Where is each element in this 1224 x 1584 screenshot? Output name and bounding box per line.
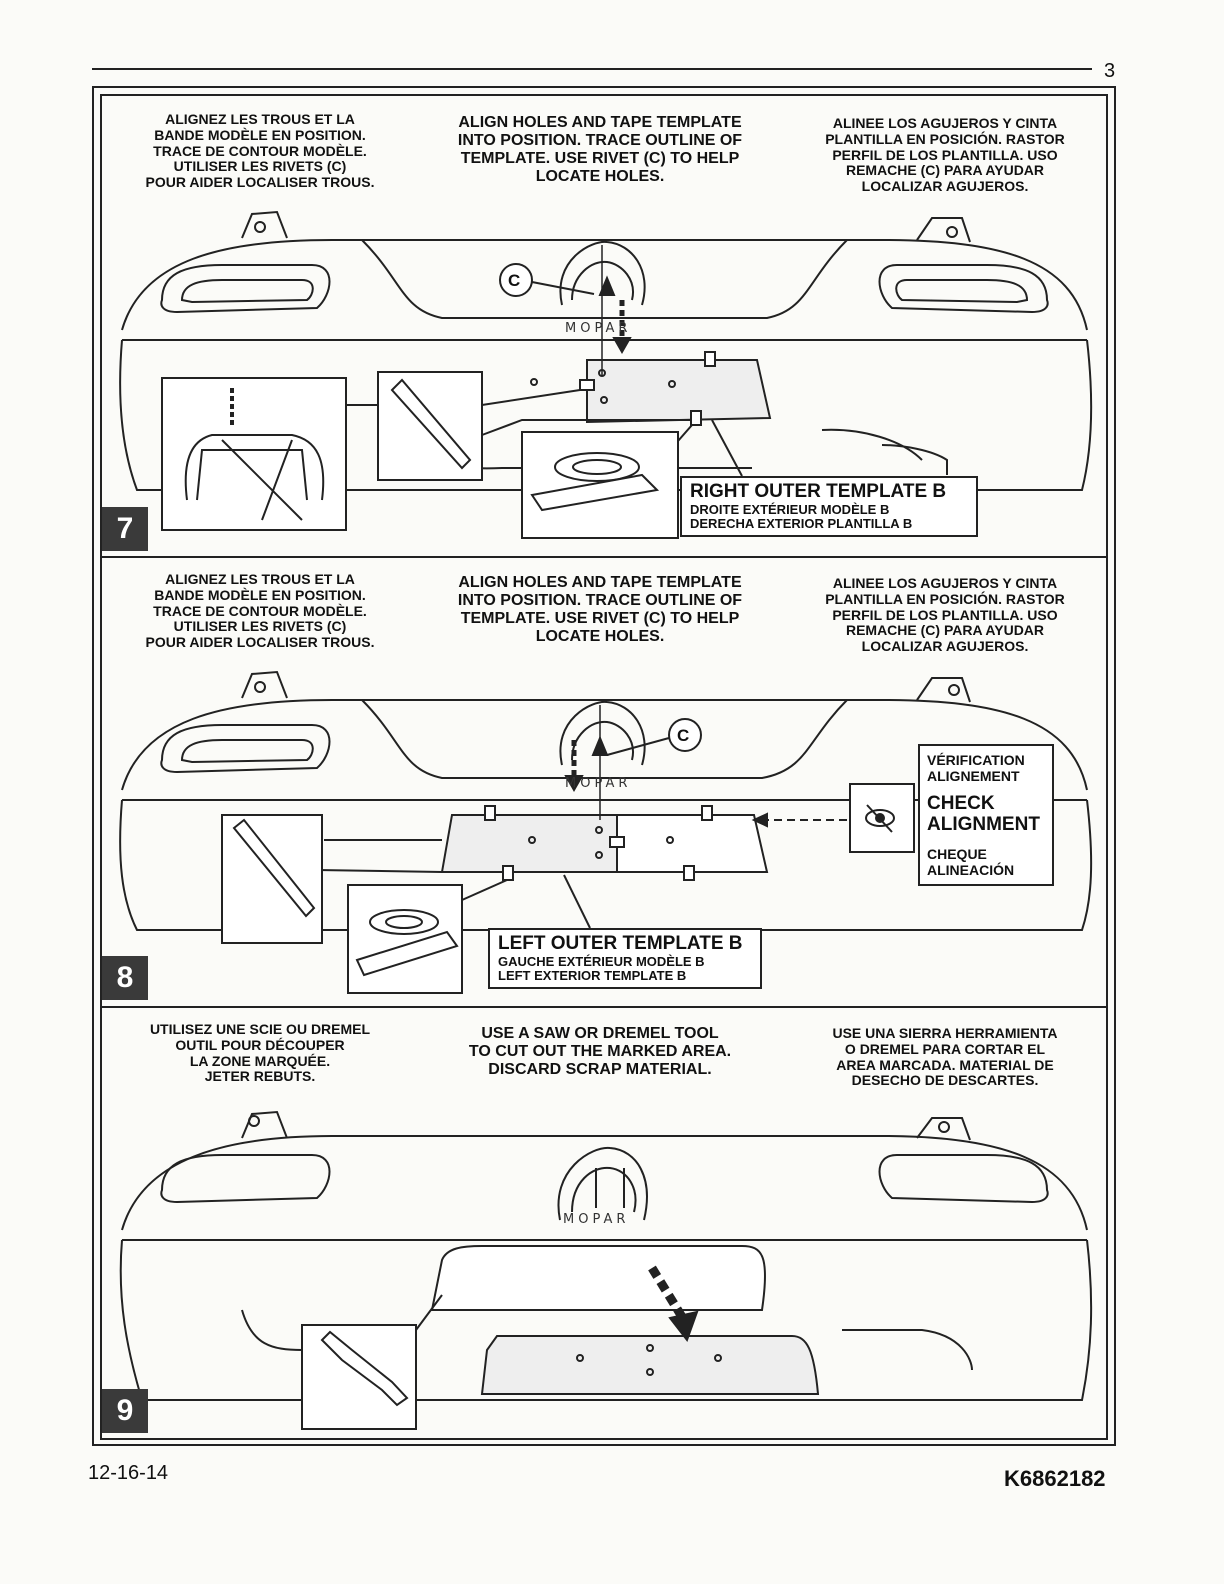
step-7-text-en: ALIGN HOLES AND TAPE TEMPLATE INTO POSIT…: [457, 114, 743, 186]
mopar-logo: MOPAR: [565, 776, 632, 791]
template-label-fr: GAUCHE EXTÉRIEUR MODÈLE B: [498, 953, 705, 969]
template-label-fr: DROITE EXTÉRIEUR MODÈLE B: [690, 501, 890, 517]
step-8-text-fr: ALIGNEZ LES TROUS ET LA BANDE MODÈLE EN …: [145, 571, 375, 651]
rivet-c-label: C: [677, 726, 690, 745]
template-label-left: LEFT OUTER TEMPLATE B GAUCHE EXTÉRIEUR M…: [488, 928, 762, 990]
step-7-number: 7: [102, 507, 148, 551]
footer-date: 12-16-14: [88, 1462, 169, 1484]
step-9-text-es: USE UNA SIERRA HERRAMIENTA O DREMEL PARA…: [832, 1025, 1058, 1089]
step-9-text-en: USE A SAW OR DREMEL TOOL TO CUT OUT THE …: [468, 1025, 732, 1079]
mopar-logo: MOPAR: [565, 321, 632, 336]
instruction-frame-inner: [100, 94, 1108, 1440]
template-label-en: LEFT OUTER TEMPLATE B: [498, 933, 743, 954]
step-7-text-es: ALINEE LOS AGUJEROS Y CINTA PLANTILLA EN…: [825, 115, 1065, 195]
bumper-illustration: [119, 1110, 1093, 1430]
step-9-number: 9: [102, 1389, 148, 1433]
check-alignment-fr: VÉRIFICATION ALIGNEMENT: [927, 752, 1025, 785]
step-8-text-es: ALINEE LOS AGUJEROS Y CINTA PLANTILLA EN…: [825, 575, 1065, 655]
template-label-es: DERECHA EXTERIOR PLANTILLA B: [690, 516, 913, 532]
step-8-number: 8: [102, 956, 148, 1000]
step-8-text-en: ALIGN HOLES AND TAPE TEMPLATE INTO POSIT…: [457, 574, 743, 646]
mopar-logo: MOPAR: [563, 1212, 630, 1227]
step-9-text-fr: UTILISEZ UNE SCIE OU DREMEL OUTIL POUR D…: [149, 1021, 371, 1085]
instruction-frame: [92, 86, 1116, 1446]
check-alignment-en: CHECK ALIGNMENT: [927, 793, 1040, 836]
template-label-right: RIGHT OUTER TEMPLATE B DROITE EXTÉRIEUR …: [680, 476, 978, 538]
check-alignment-box: VÉRIFICATION ALIGNEMENT CHECK ALIGNMENT …: [918, 744, 1054, 887]
step-7-text-fr: ALIGNEZ LES TROUS ET LA BANDE MODÈLE EN …: [145, 111, 375, 191]
template-label-en: RIGHT OUTER TEMPLATE B: [690, 481, 947, 502]
footer-doc-id: K6862182: [1004, 1466, 1106, 1491]
page-number: 3: [1104, 60, 1116, 82]
template-label-es: LEFT EXTERIOR TEMPLATE B: [498, 968, 687, 984]
rivet-c-label: C: [508, 271, 521, 290]
step-divider: [100, 556, 1108, 558]
step-divider: [100, 1006, 1108, 1008]
header-rule: [92, 68, 1092, 70]
bumper-illustration: [119, 210, 1093, 539]
check-alignment-es: CHEQUE ALINEACIÓN: [927, 845, 1015, 879]
